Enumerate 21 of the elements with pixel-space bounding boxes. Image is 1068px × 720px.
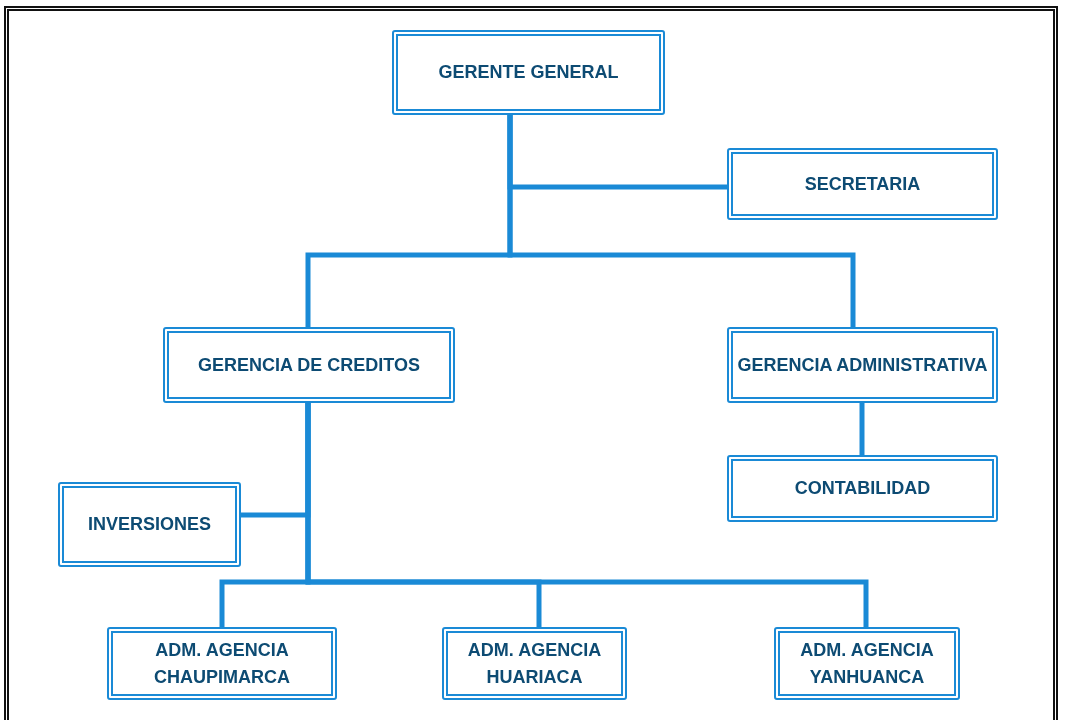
box-label: INVERSIONES bbox=[88, 513, 211, 536]
box-label: CONTABILIDAD bbox=[794, 477, 931, 500]
org-box bbox=[163, 327, 455, 403]
box-label: GERENTE GENERAL bbox=[438, 61, 619, 84]
box-label: GERENCIA ADMINISTRATIVA bbox=[737, 353, 988, 377]
box-label: GERENCIA DE CREDITOS bbox=[198, 353, 420, 377]
org-box bbox=[727, 148, 998, 220]
box-label: SECRETARIA bbox=[804, 172, 921, 196]
connector-line bbox=[859, 403, 865, 455]
org-box bbox=[107, 627, 337, 700]
connector-line bbox=[507, 115, 856, 327]
org-box bbox=[774, 627, 960, 700]
box-label: ADM. AGENCIA YANHUANCA bbox=[799, 638, 935, 689]
box-label: ADM. AGENCIA HUARIACA bbox=[466, 638, 603, 689]
org-box bbox=[727, 455, 998, 522]
org-box bbox=[58, 482, 241, 567]
box-label: ADM. AGENCIA CHAUPIMARCA bbox=[153, 638, 291, 689]
org-box bbox=[392, 30, 665, 115]
org-box bbox=[727, 327, 998, 403]
org-box bbox=[442, 627, 627, 700]
connector-line bbox=[305, 403, 869, 627]
